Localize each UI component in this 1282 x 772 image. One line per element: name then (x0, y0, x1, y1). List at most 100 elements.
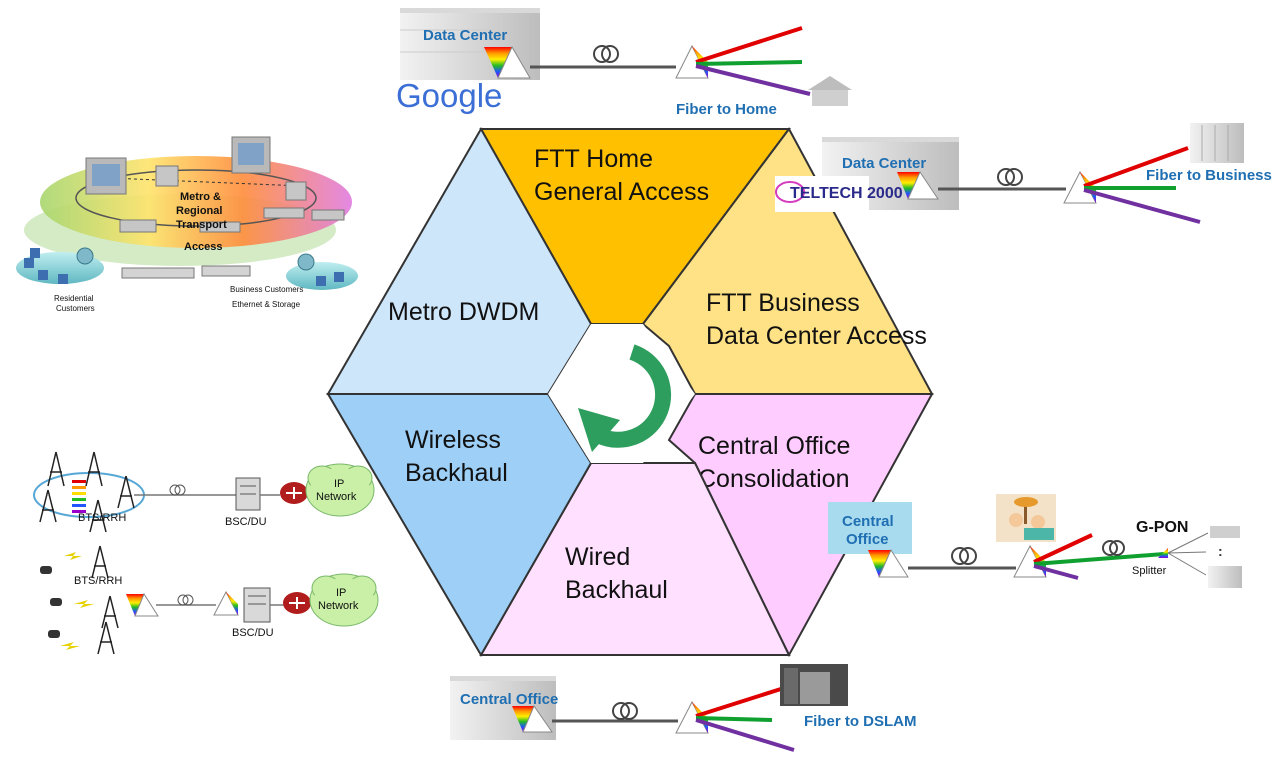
top-scene: Data Center Google Fiber to Home (396, 8, 852, 118)
ip-network-label: Network (316, 491, 357, 503)
split-line (1167, 551, 1207, 554)
bts-label: BTS/RRH (78, 512, 126, 524)
metro-ring-label: Regional (176, 205, 222, 217)
segment-label: FTT Home (534, 145, 653, 173)
fiber-red (1033, 533, 1093, 564)
fiber-green (1033, 552, 1165, 566)
right-top-scene: Data Center TELTECH 2000 Fiber to Bu (775, 123, 1272, 224)
tower-icon (91, 545, 119, 655)
server-icon (235, 477, 261, 511)
demux-prism-icon (213, 590, 239, 616)
segment-label: FTT Business (706, 289, 860, 317)
segment-label: Wired (565, 543, 630, 571)
bottom-scene: Central Office Fiber to DSLAM (450, 664, 917, 752)
fiber-coil-icon (1102, 540, 1125, 556)
segment-ftt-home: FTT Home General Access (479, 128, 791, 325)
segment-label: Consolidation (698, 465, 850, 493)
business-label: Business Customers (230, 285, 303, 294)
fiber-purple (695, 64, 811, 96)
house-icon (808, 76, 852, 106)
more-dots: : (1218, 543, 1223, 559)
data-center-label: Data Center (842, 155, 926, 172)
fiber-coil-icon (593, 45, 619, 63)
segment-label: Backhaul (565, 576, 668, 604)
router-icon (280, 482, 308, 504)
teltech-logo: TELTECH 2000 (775, 176, 903, 212)
data-center-label: Data Center (423, 27, 507, 44)
fiber-to-business-label: Fiber to Business (1146, 167, 1272, 184)
ip-network-label: IP (334, 478, 344, 490)
google-logo: Google (396, 77, 502, 114)
building-icon (1208, 566, 1242, 588)
residential-label: Residential (54, 294, 94, 303)
residential-cluster (16, 247, 104, 284)
router-icon (283, 592, 311, 614)
central-office-label: Central Office (460, 691, 558, 708)
fiber-green (695, 60, 803, 66)
segment-label: Central Office (698, 432, 850, 460)
segment-central-office: Central Office Consolidation (667, 393, 934, 658)
splitter-icon (1158, 548, 1168, 558)
ethernet-label: Ethernet & Storage (232, 300, 301, 309)
ring-link (109, 177, 303, 187)
fiber-coil-icon (951, 547, 977, 565)
access-ring-label: Access (184, 241, 223, 253)
metro-scene: Metro & Regional Transport Access Reside… (16, 136, 358, 313)
split-line (1167, 532, 1209, 554)
split-line (1167, 552, 1207, 576)
fiber-purple (1033, 564, 1079, 580)
antenna-bars-icon (72, 480, 86, 513)
fiber-green (695, 716, 773, 722)
svg-text:TELTECH 2000: TELTECH 2000 (790, 185, 903, 202)
bsc-label: BSC/DU (232, 627, 274, 639)
bts-label: BTS/RRH (74, 575, 122, 587)
central-office-label: Office (846, 531, 889, 548)
palm-tree-icon (1014, 497, 1038, 524)
fiber-red (695, 26, 803, 64)
central-office-label: Central (842, 513, 894, 530)
segment-label: Data Center Access (706, 322, 927, 350)
lightning-icon (60, 552, 94, 650)
ip-network-label: IP (336, 587, 346, 599)
hexagon: FTT Home General Access FTT Business Dat… (326, 126, 934, 658)
fiber-to-dslam-label: Fiber to DSLAM (804, 713, 917, 730)
fiber-purple (1083, 188, 1201, 224)
fiber-red (695, 686, 785, 718)
prism-icon (512, 704, 553, 733)
bsc-label: BSC/DU (225, 516, 267, 528)
fiber-coil-icon (177, 594, 194, 606)
segment-wired-backhaul: Wired Backhaul (479, 462, 791, 656)
residential-label: Customers (56, 304, 95, 313)
fiber-coil-icon (612, 702, 638, 720)
dslam-cabinet-photo (780, 664, 848, 706)
segment-label: General Access (534, 178, 709, 206)
ip-network-cloud (305, 463, 375, 517)
segment-label: Metro DWDM (388, 298, 539, 326)
ip-network-cloud (309, 573, 379, 627)
prism-icon (897, 170, 939, 200)
phone-icon (40, 566, 62, 638)
right-mid-scene: Central Office (828, 494, 1242, 588)
office-building-icon (1190, 123, 1244, 163)
segment-metro-dwdm: Metro DWDM (326, 126, 593, 395)
ip-network-label: Network (318, 600, 359, 612)
wireless-scene: IP Network BTS/RRH BSC/DU (33, 451, 379, 655)
server-icon (243, 587, 271, 623)
fiber-red (1083, 146, 1189, 188)
house-icon (1210, 526, 1240, 538)
fiber-purple (695, 718, 795, 752)
node-equipment (85, 136, 345, 279)
central-office-building (828, 502, 912, 554)
tower-icon (39, 451, 135, 533)
metro-ring-label: Transport (176, 219, 227, 231)
gpon-label: G-PON (1136, 519, 1188, 536)
segment-label: Backhaul (405, 459, 508, 487)
svg-text:Google: Google (396, 77, 502, 114)
prism-icon (868, 548, 909, 578)
segment-label: Wireless (405, 426, 501, 454)
ring-path (75, 169, 317, 227)
antenna-bars-icon (126, 592, 159, 617)
segment-wireless-backhaul: Wireless Backhaul (326, 393, 593, 657)
fiber-coil-icon (169, 484, 186, 496)
splitter-label: Splitter (1132, 565, 1167, 577)
